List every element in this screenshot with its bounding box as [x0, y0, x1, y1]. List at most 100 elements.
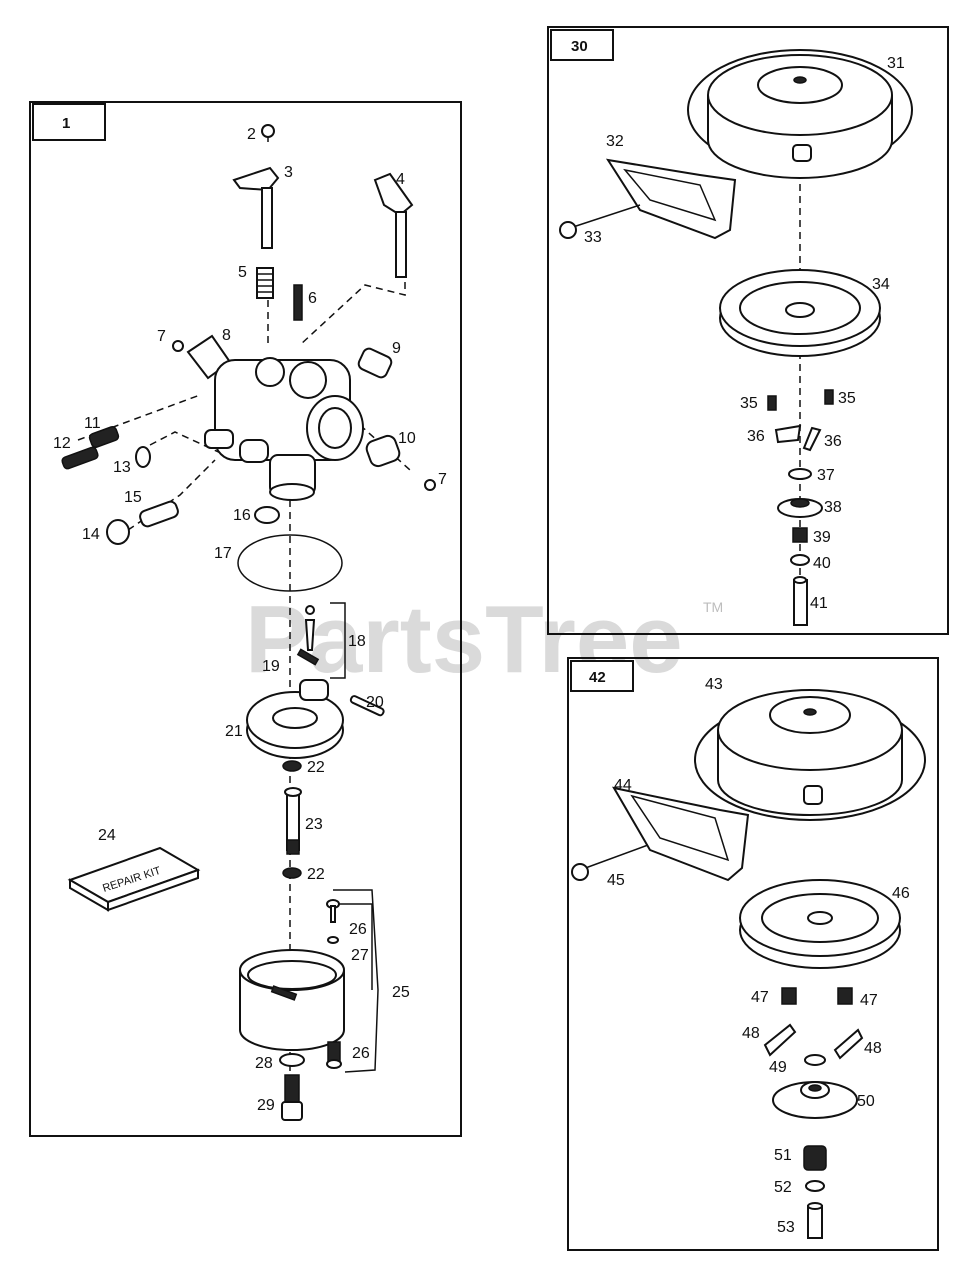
throttle-shaft-part	[232, 166, 280, 249]
watermark-trademark: TM	[703, 599, 723, 615]
carburetor-body	[204, 357, 364, 501]
callout-label: 47	[751, 989, 769, 1006]
callout-label: 47	[860, 992, 878, 1009]
retainer-part	[772, 1081, 858, 1119]
callout-label: 12	[53, 435, 71, 452]
callout-label: 16	[233, 507, 251, 524]
starter-handle-part	[612, 786, 750, 882]
callout-label: 40	[813, 555, 831, 572]
screw-part	[424, 479, 436, 491]
washer-part	[804, 1054, 826, 1066]
callout-label: 8	[222, 327, 231, 344]
shaft-part	[139, 500, 179, 528]
float-pin-part	[326, 899, 373, 990]
pawl-part	[774, 424, 822, 452]
starter-housing-part	[687, 49, 913, 179]
pawl-spring-part	[781, 987, 853, 1005]
callout-label: 15	[124, 489, 142, 506]
callout-label: 36	[747, 428, 765, 445]
callout-label: 48	[742, 1025, 760, 1042]
callout-label: 22	[307, 759, 325, 776]
panel-recoil-starter-42: 42	[567, 657, 939, 1251]
screw-part	[261, 124, 275, 142]
panel-frame	[29, 101, 462, 1137]
gasket-ring-part	[237, 534, 343, 592]
bowl-bracket-line	[333, 889, 379, 1073]
callout-label: 23	[305, 816, 323, 833]
cap-part	[106, 519, 130, 545]
callout-label: 26	[352, 1045, 370, 1062]
callout-label: 10	[398, 430, 416, 447]
callout-label: 31	[887, 55, 905, 72]
callout-label: 14	[82, 526, 100, 543]
callout-label: 11	[84, 415, 101, 432]
callout-label: 26	[349, 921, 367, 938]
needle-part	[293, 284, 303, 321]
repair-kit-part: REPAIR KIT	[67, 846, 201, 912]
pulley-part	[719, 269, 881, 357]
callout-label: 4	[396, 171, 405, 188]
callout-label: 28	[255, 1055, 273, 1072]
callout-label: 20	[366, 694, 384, 711]
screw-part	[172, 340, 184, 352]
pawl-spring-part	[767, 389, 834, 411]
callout-label: 13	[113, 459, 131, 476]
callout-label: 6	[308, 290, 317, 307]
washer-part	[279, 1053, 305, 1067]
panel-tag: 30	[571, 38, 588, 55]
callout-label: 39	[813, 529, 831, 546]
callout-label: 18	[348, 633, 366, 650]
float-bowl-part	[239, 949, 345, 1051]
callout-label: 38	[824, 499, 842, 516]
callout-label: 19	[262, 658, 280, 675]
main-jet-part	[284, 787, 302, 855]
callout-label: 9	[392, 340, 401, 357]
spring-part	[256, 267, 274, 299]
starter-housing-part	[694, 689, 926, 821]
panel-frame	[567, 657, 939, 1251]
fitting-part	[357, 347, 393, 379]
idle-screw-part	[61, 446, 99, 470]
washer-part	[788, 468, 812, 480]
callout-label: 43	[705, 676, 723, 693]
callout-label: 48	[864, 1040, 882, 1057]
callout-label: 27	[351, 947, 369, 964]
callout-label: 51	[774, 1147, 792, 1164]
callout-label: 45	[607, 872, 625, 889]
washer-part	[790, 554, 810, 566]
washer-part	[282, 760, 302, 772]
starter-rope-part	[559, 204, 641, 239]
callout-label: 52	[774, 1179, 792, 1196]
panel-tag-box	[570, 660, 634, 692]
panel-tag: 42	[589, 669, 606, 686]
callout-label: 5	[238, 264, 247, 281]
pin-part	[349, 695, 385, 717]
callout-label: 37	[817, 467, 835, 484]
starter-handle-part	[605, 158, 737, 240]
callout-label: 44	[614, 777, 632, 794]
axis-line	[77, 394, 201, 441]
panel-tag-box	[550, 29, 614, 61]
callout-label: 50	[857, 1093, 875, 1110]
callout-label: 46	[892, 885, 910, 902]
pin-part	[807, 1202, 823, 1239]
callout-label: 22	[307, 866, 325, 883]
choke-shaft-part	[373, 172, 414, 278]
callout-label: 24	[98, 827, 116, 844]
axis-line	[127, 459, 216, 531]
spring-part	[326, 1041, 342, 1069]
callout-label: 41	[810, 595, 828, 612]
starter-rope-part	[571, 844, 649, 881]
panel-frame	[547, 26, 949, 635]
seat-part	[254, 506, 280, 524]
bolt-part	[281, 1074, 303, 1121]
washer-part	[282, 867, 302, 879]
callout-label: 7	[438, 471, 447, 488]
o-ring-part	[135, 446, 151, 468]
pawl-part	[763, 1023, 864, 1060]
clip-part	[296, 648, 320, 666]
plate-part	[365, 434, 401, 468]
callout-label: 25	[392, 984, 410, 1001]
callout-label: 36	[824, 433, 842, 450]
